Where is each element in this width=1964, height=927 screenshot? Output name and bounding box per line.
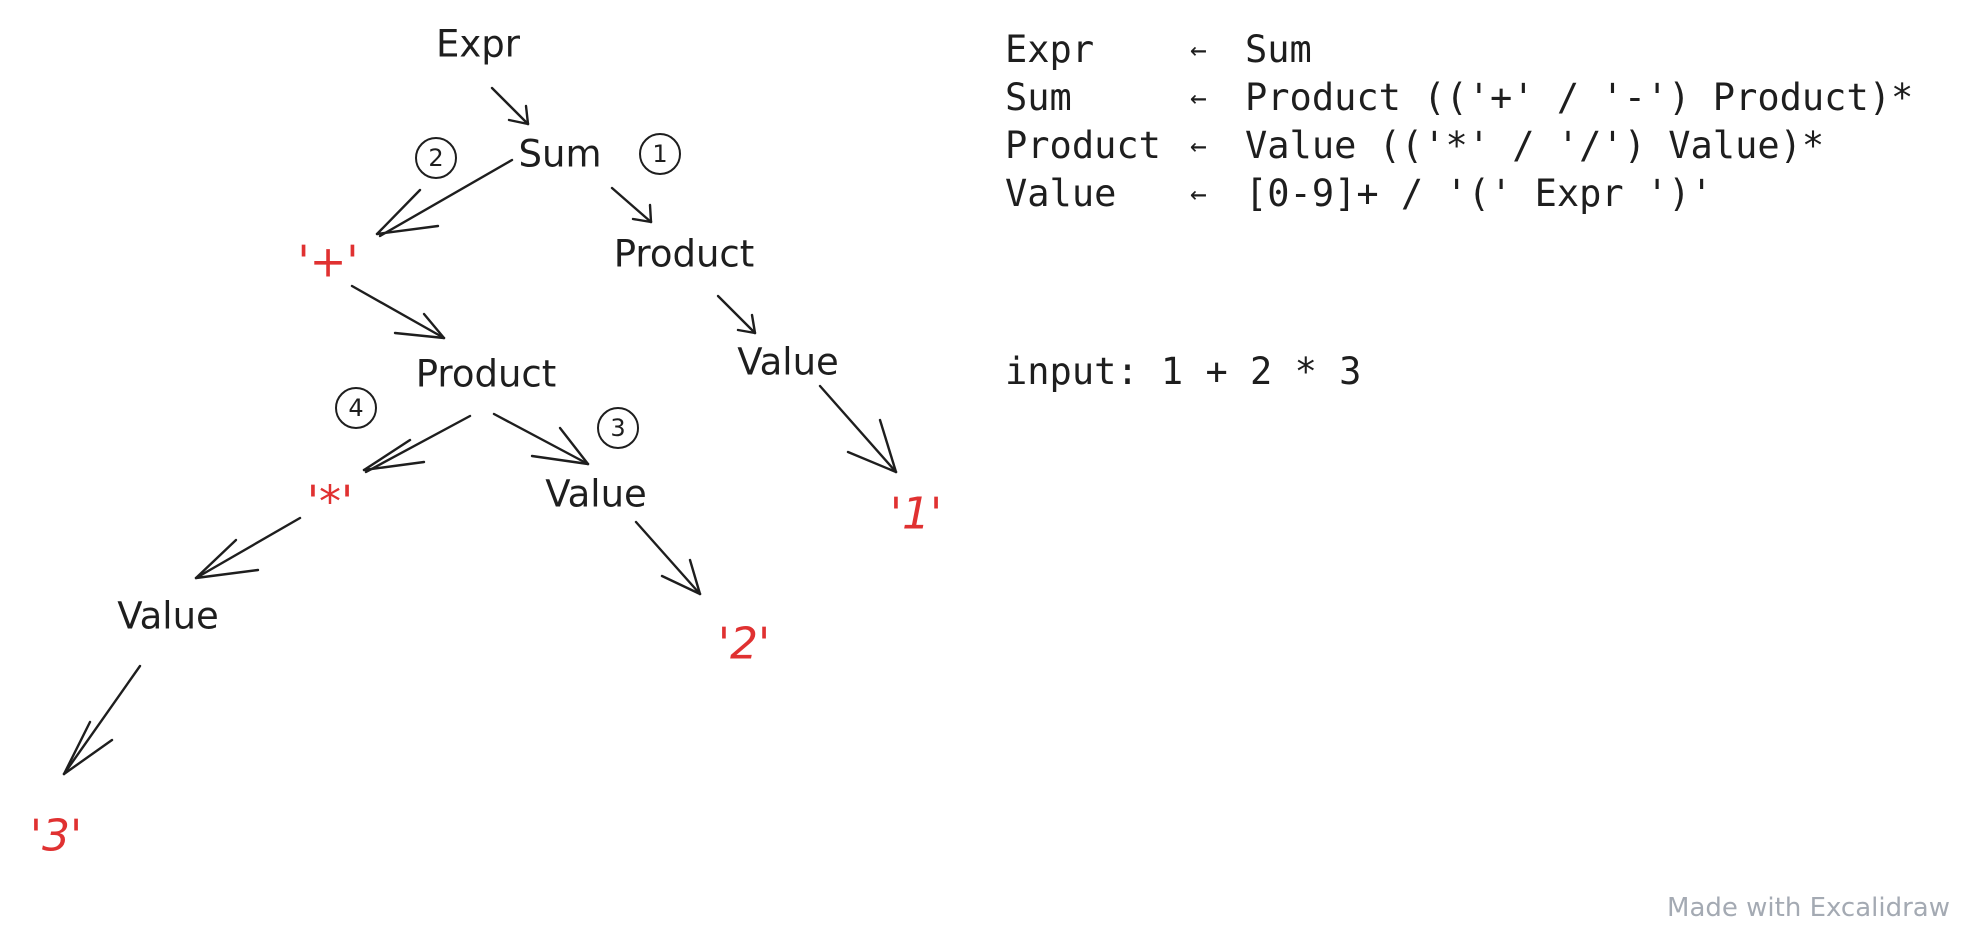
edge-product-left-times [362, 414, 472, 474]
node-sum: Sum [518, 132, 602, 176]
grammar-rule-sum: Sum ← Product (('+' / '-') Product)* [1005, 74, 1913, 122]
node-one-terminal: '1' [889, 488, 943, 540]
node-product-left: Product [415, 352, 557, 396]
node-product-right: Product [613, 232, 755, 276]
edge-plus-product-left [350, 284, 446, 340]
rule-lhs: Product [1005, 124, 1161, 167]
rule-lhs: Sum [1005, 76, 1072, 119]
grammar-rule-product: Product ← Value (('*' / '/') Value)* [1005, 122, 1913, 170]
node-value-three: Value [117, 594, 219, 638]
edge-value-two-two [634, 520, 702, 596]
edge-expr-sum [490, 86, 530, 126]
left-arrow-icon: ← [1190, 81, 1207, 114]
edge-times-value-three [194, 516, 302, 580]
edge-value-three-three [62, 664, 142, 776]
order-mark-3: 3 [597, 407, 639, 449]
node-expr: Expr [436, 22, 520, 66]
left-arrow-icon: ← [1190, 177, 1207, 210]
order-mark-1: 1 [639, 133, 681, 175]
edge-sum-product-right [610, 186, 653, 224]
edge-product-right-value [716, 294, 757, 335]
excalidraw-watermark: Made with Excalidraw [1667, 893, 1950, 923]
edge-sum-plus [375, 158, 514, 238]
input-expression: input: 1 + 2 * 3 [1005, 350, 1362, 393]
left-arrow-icon: ← [1190, 33, 1207, 66]
grammar-rule-expr: Expr ← Sum [1005, 26, 1913, 74]
node-value-one: Value [737, 340, 839, 384]
rule-rhs: Value (('*' / '/') Value)* [1245, 124, 1825, 167]
rule-rhs: [0-9]+ / '(' Expr ')' [1245, 172, 1713, 215]
node-value-two: Value [545, 472, 647, 516]
edge-value-one [818, 384, 898, 474]
rule-rhs: Product (('+' / '-') Product)* [1245, 76, 1914, 119]
rule-lhs: Value [1005, 172, 1117, 215]
rule-rhs: Sum [1245, 28, 1312, 71]
grammar-rules: Expr ← Sum Sum ← Product (('+' / '-') Pr… [1005, 26, 1913, 218]
rule-lhs: Expr [1005, 28, 1095, 71]
order-mark-4: 4 [335, 387, 377, 429]
node-three-terminal: '3' [29, 810, 83, 862]
node-plus-terminal: '+' [297, 236, 359, 288]
left-arrow-icon: ← [1190, 129, 1207, 162]
node-times-terminal: '*' [306, 476, 354, 528]
edge-product-left-value-two [492, 412, 590, 466]
node-two-terminal: '2' [717, 618, 771, 670]
order-mark-2: 2 [415, 137, 457, 179]
grammar-rule-value: Value ← [0-9]+ / '(' Expr ')' [1005, 170, 1913, 218]
